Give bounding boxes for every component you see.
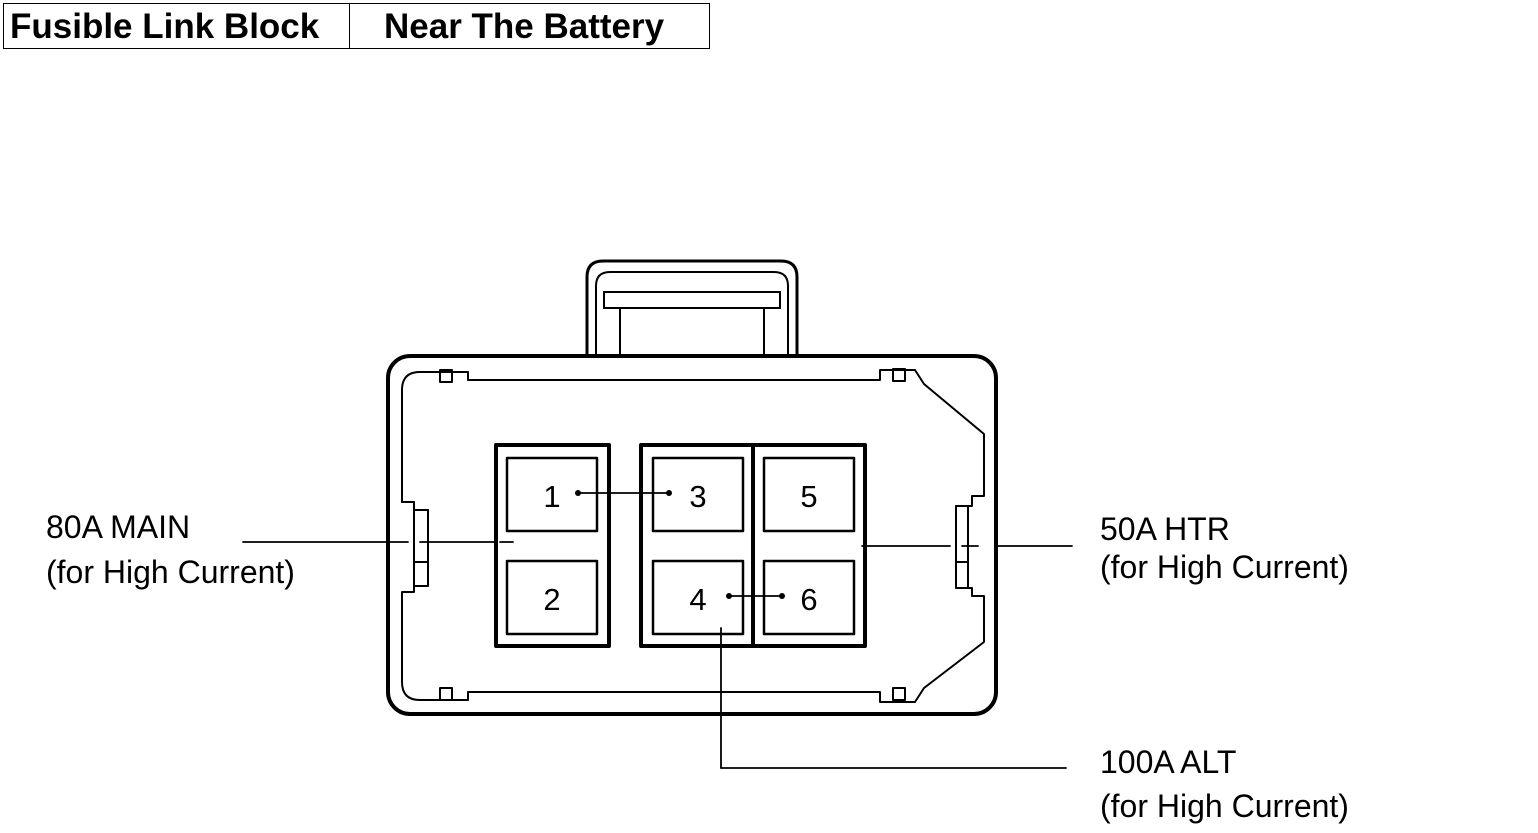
right-side-tab [955,505,969,589]
location-label: Near The Battery [384,6,665,46]
left-side-tab [413,509,429,587]
callout-alt-note: (for High Current) [1100,788,1349,824]
callout-htr-note: (for High Current) [1100,549,1349,585]
callout-main-rating: 80A MAIN [46,509,190,545]
fuse-frame-left [494,443,611,648]
fuse-cell-2 [505,559,599,636]
fuse-cell-1 [505,456,599,533]
fuse-label-1: 1 [543,479,560,514]
link-4-6 [726,593,785,599]
fuse-cell-3 [651,456,745,533]
callout-alt-rating: 100A ALT [1100,744,1236,780]
top-latch [585,259,799,358]
callout-main-note: (for High Current) [46,554,295,590]
fuse-label-6: 6 [800,582,817,617]
fuse-cell-5 [762,456,856,533]
fuse-label-3: 3 [689,479,706,514]
fuse-label-2: 2 [543,582,560,617]
clip-bottom-left [439,687,453,701]
fuse-label-5: 5 [800,479,817,514]
clip-bottom-right [892,687,906,701]
housing-outer [386,354,998,716]
fuse-cell-6 [762,559,856,636]
clip-top-left [439,369,453,383]
callout-htr-rating: 50A HTR [1100,511,1230,547]
link-1-3 [575,490,672,496]
fuse-label-4: 4 [689,582,706,617]
housing-inner [401,369,985,703]
clip-top-right [892,368,906,382]
title-block: Fusible Link Block Near The Battery [3,3,710,49]
diagram-title: Fusible Link Block [4,4,350,48]
leader-alt [720,627,1067,769]
fuse-cell-4 [651,559,745,636]
